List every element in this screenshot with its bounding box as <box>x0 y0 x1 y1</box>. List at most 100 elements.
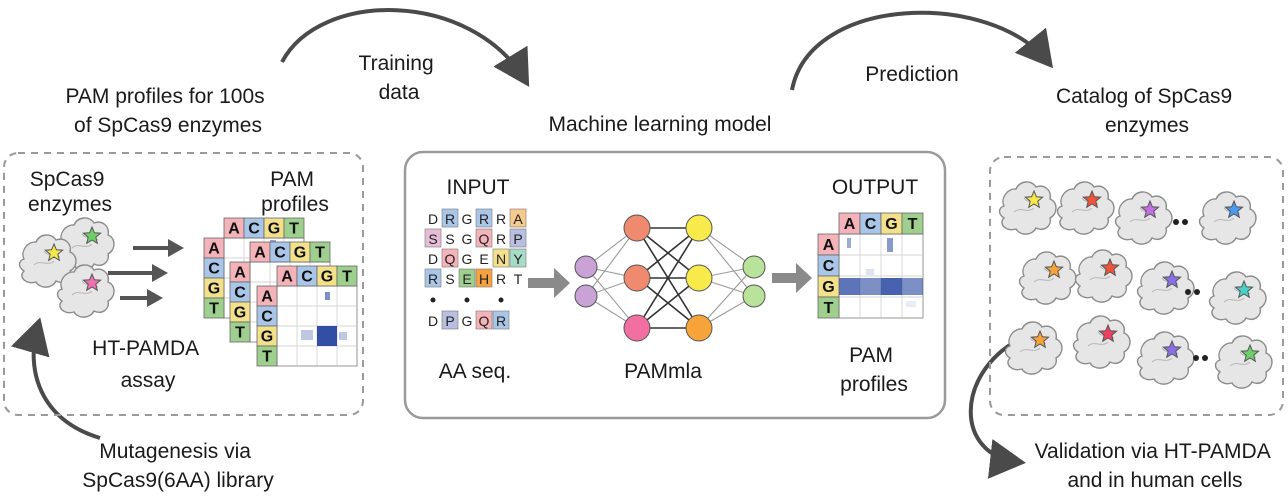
catalog-ellipsis-dot <box>1185 289 1191 295</box>
catalog-enzyme-2 <box>1056 181 1115 235</box>
col-letter-G: G <box>294 245 306 262</box>
network-edge <box>585 227 638 297</box>
catalog-ellipsis-dot <box>1202 355 1208 361</box>
aa-residue: R <box>496 313 506 329</box>
col-header-T <box>309 241 331 263</box>
catalog-enzyme-12 <box>1214 335 1273 389</box>
validation-arrow <box>968 338 1026 479</box>
aa-residue: P <box>445 313 454 329</box>
catalog-ellipsis-dot <box>1194 289 1200 295</box>
aa-highlight <box>509 248 527 268</box>
protein-shape <box>1136 331 1195 385</box>
aa-residue: Q <box>479 231 490 247</box>
mutation-star-icon <box>1098 323 1118 343</box>
aa-residue: E <box>479 251 488 267</box>
col-letter-T: T <box>342 269 352 286</box>
catalog-enzyme-11 <box>1136 331 1195 385</box>
catalog-ellipsis-dot <box>1193 355 1199 361</box>
catalog-panel <box>989 156 1284 416</box>
protein-shape <box>1072 315 1131 369</box>
row-letter-T: T <box>824 300 834 317</box>
heat-cell <box>325 292 330 300</box>
aa-highlight <box>441 310 459 330</box>
training-label-line-1: Training <box>359 52 434 75</box>
aa-caption: AA seq. <box>439 360 511 383</box>
aa-residue: D <box>428 251 438 267</box>
aa-residue: R <box>496 211 506 227</box>
profiles-label-line-1: PAM <box>270 168 314 191</box>
mutagenesis-label-line-2: SpCas9(6AA) library <box>82 469 274 492</box>
network-node <box>623 314 651 342</box>
assay-arrow-2 <box>108 264 168 282</box>
catalog-enzyme-1 <box>998 181 1057 235</box>
network-node <box>685 214 713 242</box>
network-node <box>742 255 766 279</box>
col-letter-C: C <box>865 216 877 233</box>
training-label-line-2: data <box>379 81 420 104</box>
mutagenesis-label-line-1: Mutagenesis via <box>99 440 251 463</box>
catalog-ellipsis-dot <box>1173 219 1179 225</box>
aa-residue: G <box>462 231 473 247</box>
aa-residue: G <box>462 313 473 329</box>
assay-label-line-2: assay <box>121 369 176 392</box>
col-letter-G: G <box>268 221 280 238</box>
prediction-label: Prediction <box>865 63 958 86</box>
assay-label: HT-PAMDA assay <box>92 337 204 392</box>
row-letter-G: G <box>822 279 834 296</box>
model-panel <box>403 150 947 420</box>
row-letter-T: T <box>235 325 245 342</box>
aa-residue: R <box>479 211 489 227</box>
protein-shape <box>998 181 1057 235</box>
heat-cell <box>866 269 874 275</box>
aa-residue: D <box>428 211 438 227</box>
aa-highlight <box>475 268 493 288</box>
output-caption-line-2: profiles <box>840 373 908 396</box>
prediction-arrow <box>790 10 1054 91</box>
output-caption-line-1: PAM <box>849 344 893 367</box>
aa-residue: Y <box>513 251 523 267</box>
mutation-star-icon <box>1140 199 1160 219</box>
catalog-enzyme-9 <box>1004 321 1063 375</box>
aa-highlight <box>441 248 459 268</box>
col-letter-A: A <box>281 269 293 286</box>
protein-shape <box>1114 191 1173 245</box>
mutation-star-icon <box>1162 269 1182 289</box>
left-header-line-2: of SpCas9 enzymes <box>74 114 262 137</box>
aa-highlight <box>509 208 527 228</box>
profiles-label-line-2: profiles <box>261 193 329 216</box>
catalog-enzyme-7 <box>1136 261 1195 315</box>
aa-residue: Q <box>479 313 490 329</box>
mutation-star-icon <box>1224 199 1244 219</box>
row-letter-T: T <box>262 349 272 366</box>
aa-residue: H <box>479 271 489 287</box>
aa-residue: S <box>428 231 437 247</box>
aa-highlight <box>475 310 493 330</box>
mutation-star-icon <box>1024 189 1044 209</box>
mutation-star-icon <box>1082 189 1102 209</box>
left-enzyme-cluster <box>18 217 115 318</box>
mutation-star-icon <box>1100 257 1120 277</box>
enzyme-pink <box>56 264 115 318</box>
row-letter-C: C <box>234 285 246 302</box>
col-letter-C: C <box>248 221 260 238</box>
protein-shape <box>18 234 77 288</box>
enzymes-label-line-1: SpCas9 <box>30 168 105 191</box>
row-header-T <box>229 321 251 343</box>
heat-cell <box>847 238 851 248</box>
catalog-enzyme-6 <box>1074 249 1133 303</box>
protein-shape <box>1198 191 1257 245</box>
protein-shape <box>1208 271 1267 325</box>
network-edge <box>698 266 755 329</box>
col-letter-T: T <box>315 245 325 262</box>
col-header-T <box>283 217 305 239</box>
col-header-T <box>336 265 358 287</box>
row-letter-C: C <box>823 258 835 275</box>
network-node <box>742 284 766 308</box>
protein-shape <box>1214 335 1273 389</box>
network-node <box>623 264 651 292</box>
heat-cell <box>317 326 337 346</box>
ellipsis-dot <box>498 297 504 303</box>
